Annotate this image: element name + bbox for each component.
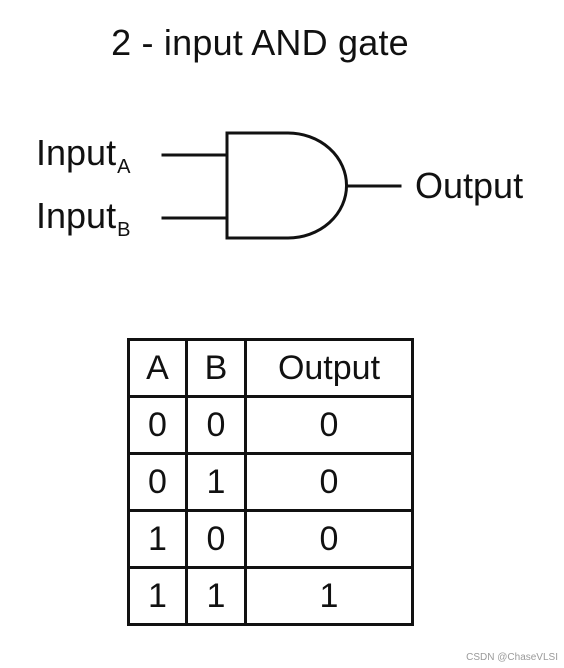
header-b: B [185, 338, 247, 398]
truth-table: A B Output 0 0 0 0 1 0 1 0 0 1 1 1 [127, 338, 414, 626]
input-b-text: Input [36, 195, 117, 236]
cell-a: 1 [127, 509, 188, 569]
cell-b: 1 [185, 452, 247, 512]
cell-output: 1 [244, 566, 414, 626]
table-row: 1 1 1 [127, 566, 414, 626]
and-gate-symbol [225, 131, 348, 240]
header-a: A [127, 338, 188, 398]
output-label: Output [415, 165, 524, 206]
cell-a: 1 [127, 566, 188, 626]
cell-output: 0 [244, 509, 414, 569]
table-row: 0 0 0 [127, 395, 414, 455]
truth-table-header-row: A B Output [127, 338, 414, 398]
input-a-subscript: A [117, 156, 131, 178]
table-row: 1 0 0 [127, 509, 414, 569]
cell-a: 0 [127, 452, 188, 512]
table-row: 0 1 0 [127, 452, 414, 512]
cell-output: 0 [244, 452, 414, 512]
cell-output: 0 [244, 395, 414, 455]
and-gate-diagram [161, 131, 402, 240]
input-b-subscript: B [117, 219, 131, 241]
cell-b: 0 [185, 509, 247, 569]
diagram-title: 2 - input AND gate [111, 22, 409, 63]
input-a-label: InputA [36, 132, 130, 178]
watermark: CSDN @ChaseVLSI [466, 652, 558, 663]
cell-b: 1 [185, 566, 247, 626]
cell-a: 0 [127, 395, 188, 455]
cell-b: 0 [185, 395, 247, 455]
input-a-text: Input [36, 132, 117, 173]
header-output: Output [244, 338, 414, 398]
input-b-label: InputB [36, 195, 130, 241]
